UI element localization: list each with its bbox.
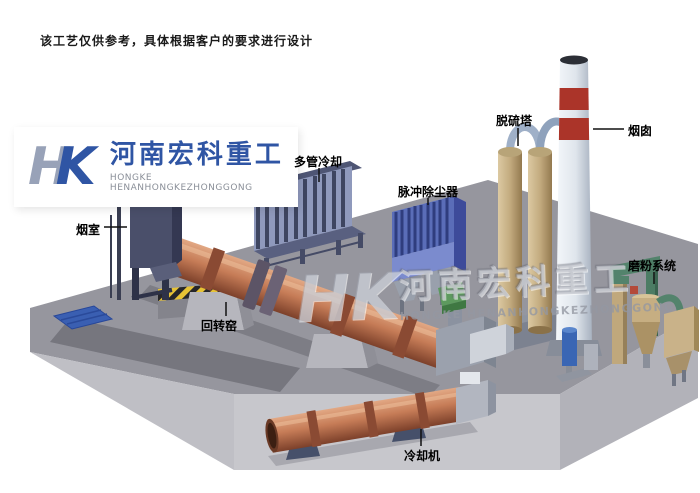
label-smoke-chamber: 烟室: [76, 223, 101, 237]
kiln-trench: [50, 318, 300, 392]
hk-logo-icon: HK: [28, 137, 96, 197]
label-desulfurization-tower: 脱硫塔: [496, 114, 533, 128]
label-pulse-dust-collector: 脉冲除尘器: [398, 185, 459, 199]
kiln-discharge-housing: [436, 282, 514, 376]
label-leader-lines: [104, 128, 655, 446]
kiln-supports: [182, 288, 378, 368]
company-logo: HK 河南宏科重工 HONGKE HENANHONGKEZHONGGONG: [14, 127, 298, 207]
label-rotary-kiln: 回转窑: [201, 319, 238, 333]
label-chimney: 烟囱: [628, 124, 653, 138]
cooling-machine: [265, 372, 496, 466]
label-cooling-machine: 冷却机: [404, 449, 441, 463]
blue-pallet: [52, 305, 114, 330]
label-multi-tube-cooling: 多管冷却: [294, 155, 343, 169]
grinding-system: [610, 256, 699, 386]
chimney-base-tank: [556, 327, 598, 382]
company-name-cn: 河南宏科重工: [109, 140, 284, 171]
pulse-dust-collector: [392, 196, 466, 314]
feeder: [438, 282, 466, 306]
company-logo-text: 河南宏科重工 HONGKE HENANHONGKEZHONGGONG: [110, 141, 298, 193]
desulfurization-towers: [488, 117, 576, 356]
label-grinding-system: 磨粉系统: [628, 259, 677, 273]
disclaimer-text: 该工艺仅供参考，具体根据客户的要求进行设计: [40, 34, 314, 48]
company-name-en: HONGKE HENANHONGKEZHONGGONG: [109, 172, 253, 193]
